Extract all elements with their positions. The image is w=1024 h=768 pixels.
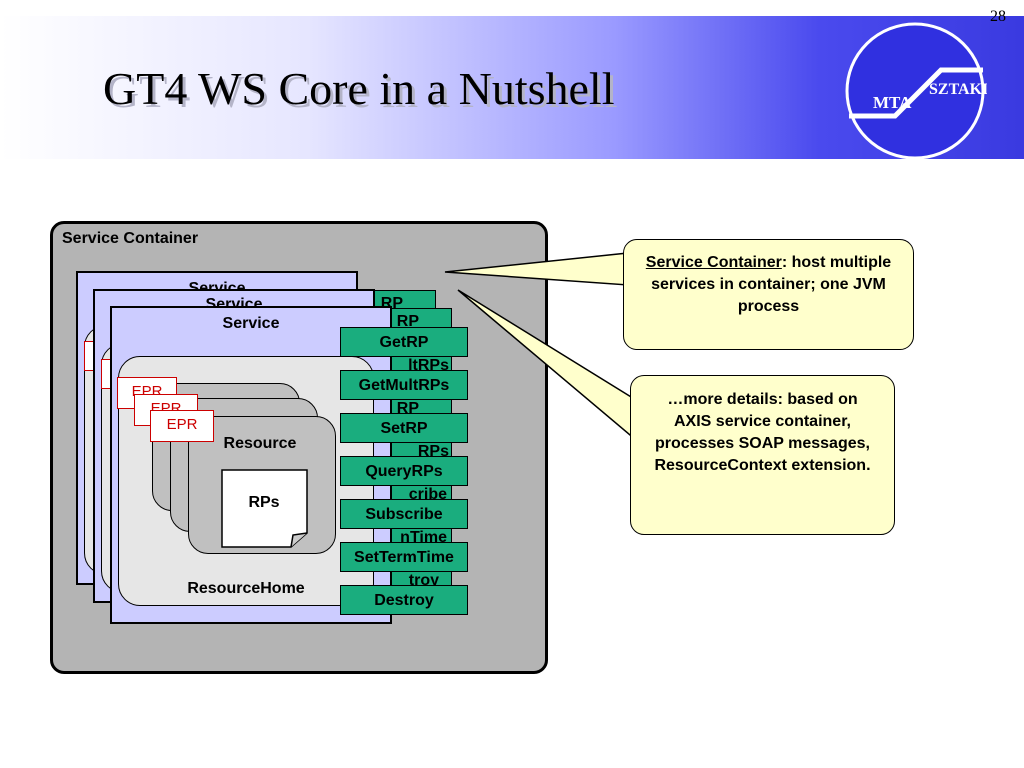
operation-destroy: Destroy xyxy=(340,585,468,615)
operation-setrp: SetRP xyxy=(340,413,468,443)
operation-settermtime: SetTermTime xyxy=(340,542,468,572)
mta-sztaki-logo: MTA SZTAKI xyxy=(845,22,987,160)
resource-label: Resource xyxy=(223,435,297,452)
rps-label: RPs xyxy=(248,494,280,511)
logo-stair-line xyxy=(849,67,983,119)
details-callout-text: …more details: based on AXIS service con… xyxy=(654,391,871,474)
slide-title: GT4 WS Core in a Nutshell xyxy=(103,63,615,114)
container-callout-pointer xyxy=(444,252,629,286)
operation-getmultrps: GetMultRPs xyxy=(340,370,468,400)
page-number: 28 xyxy=(990,8,1006,25)
container-callout-term: Service Container xyxy=(645,254,782,271)
container-callout-text: : host multiple services in container; o… xyxy=(651,254,892,315)
rps-document xyxy=(221,469,308,548)
service-label: Service xyxy=(222,315,280,332)
operation-subscribe: Subscribe xyxy=(340,499,468,529)
epr-box: EPR xyxy=(150,410,214,442)
logo-mta-text: MTA xyxy=(873,93,912,112)
operation-queryrps: QueryRPs xyxy=(340,456,468,486)
resourcehome-label: ResourceHome xyxy=(187,580,305,597)
details-callout: …more details: based on AXIS service con… xyxy=(630,375,895,535)
logo-sztaki-text: SZTAKI xyxy=(929,81,987,98)
logo-circle xyxy=(845,22,985,160)
service-container-label: Service Container xyxy=(62,230,199,247)
operation-getrp: GetRP xyxy=(340,327,468,357)
details-callout-pointer xyxy=(457,289,637,442)
container-callout: Service Container: host multiple service… xyxy=(623,239,914,350)
